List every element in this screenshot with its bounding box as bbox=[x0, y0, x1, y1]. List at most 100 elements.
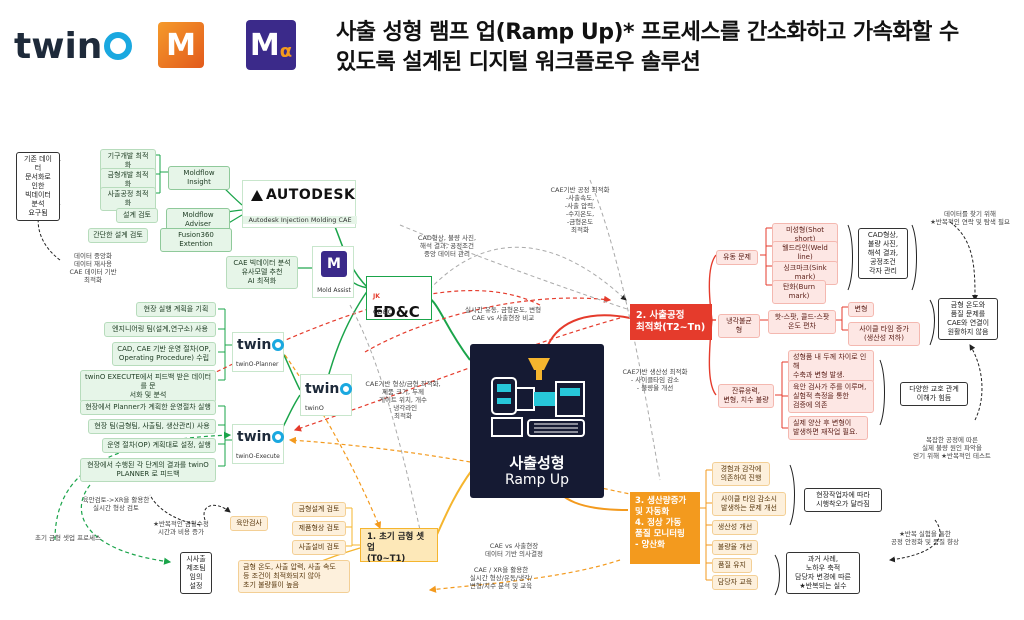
branch3-item-experience[interactable]: 경험과 감각에 의존하여 진행 bbox=[712, 462, 770, 486]
moldflow-m-letter: M bbox=[166, 27, 196, 63]
branch1-item-mold-design[interactable]: 금형설계 검토 bbox=[292, 502, 346, 517]
branch3-worker-box: 현장작업자에 따라 시행착오가 달라짐 bbox=[804, 488, 882, 512]
execute-item-op[interactable]: 운영 절차(OP) 계획대로 설정, 실행 bbox=[102, 438, 216, 453]
execute-item-team[interactable]: 현장 팀(금형팀, 사출팀, 생산관리) 사용 bbox=[88, 419, 216, 434]
fusion360-node[interactable]: Fusion360 Extention bbox=[160, 228, 232, 252]
moldflow-m-logo: M bbox=[158, 22, 204, 68]
edc-prefix: JK bbox=[373, 293, 380, 300]
twino-hub-label: twinO bbox=[305, 404, 324, 412]
branch1-xr-note: 육안검토->XR을 활용한 실시간 형상 검토 bbox=[82, 496, 150, 512]
execute-hub-logo-text: twin bbox=[237, 429, 272, 445]
branch1-item-equipment[interactable]: 사출설비 검토 bbox=[292, 540, 346, 555]
execute-hub-logo: twin bbox=[237, 429, 285, 445]
branch2-various-box: 다양한 교호 관계 이해가 힘듬 bbox=[900, 382, 968, 406]
planner-hub-label: twinO-Planner bbox=[236, 361, 279, 368]
planner-item-op[interactable]: CAD, CAE 기반 운영 절차(OP, Operating Procedur… bbox=[112, 342, 216, 366]
mold-assist-logo: M α bbox=[246, 20, 296, 70]
branch-initial-mold-setup[interactable]: 1. 초기 금형 셋업 (T0~T1) bbox=[360, 528, 438, 564]
autodesk-logo-text: AUTODESK bbox=[266, 187, 356, 203]
branch3-item-defect[interactable]: 불량율 개선 bbox=[712, 540, 758, 555]
branch2-residual-shrink[interactable]: 성형품 내 두께 차이로 인해 수축과 변형 발생. bbox=[788, 350, 874, 383]
twino-hub-logo: twin bbox=[305, 381, 353, 397]
moldassist-item[interactable]: CAE 빅데이터 분석 유사모델 추천 AI 최적화 bbox=[226, 256, 298, 289]
planner-hub-logo-text: twin bbox=[237, 337, 272, 353]
page-title: 사출 성형 램프 업(Ramp Up)* 프로세스를 간소화하고 가속화할 수 … bbox=[336, 18, 1016, 78]
fusion-item-design[interactable]: 간단한 설계 검토 bbox=[88, 228, 148, 243]
execute-item-run[interactable]: 현장에서 Planner가 계획한 운영절차 실행 bbox=[80, 400, 216, 415]
mold-assist-hub-icon: M bbox=[321, 251, 347, 277]
twino-o-icon bbox=[104, 32, 133, 60]
twino-hub[interactable]: twin twinO bbox=[300, 374, 353, 416]
branch3-item-cycle[interactable]: 사이클 타임 감소시 발생하는 문제 개선 bbox=[712, 492, 786, 516]
edc-hub[interactable]: JK ED&C CD&C bbox=[366, 276, 432, 321]
branch3-past-box: 과거 사례, 노하우 축적 담당자 변경에 따른 ★반복되는 실수 bbox=[786, 552, 860, 594]
branch3-item-quality[interactable]: 품질 유지 bbox=[712, 558, 752, 573]
branch2-flow-burn-mark[interactable]: 탄화(Burn mark) bbox=[772, 280, 826, 304]
branch3-repeat-note: ★반복 실험을 통한 공정 안정화 및 품질 향상 bbox=[890, 530, 960, 546]
branch3-item-productivity[interactable]: 생산성 개선 bbox=[712, 520, 758, 535]
center-subtitle: Ramp Up bbox=[504, 472, 570, 488]
edc-logo-text: ED&C bbox=[373, 303, 420, 321]
autodesk-hub-label: Autodesk Injection Molding CAE bbox=[243, 216, 357, 224]
arrow-cae-process-label: CAE기반 공정 최적화 -사출속도, -사출 압력, -수지온도, -금형온도… bbox=[550, 186, 610, 234]
insight-item-injection[interactable]: 사출공정 최적화 bbox=[100, 187, 156, 211]
execute-item-feedback[interactable]: 현장에서 수행된 각 단계의 결과를 twinO PLANNER 로 피드백 bbox=[80, 458, 216, 482]
execute-hub[interactable]: twin twinO-Execute bbox=[232, 424, 285, 464]
mold-assist-alpha: α bbox=[279, 40, 293, 62]
branch1-inspection[interactable]: 육안검사 bbox=[230, 516, 268, 531]
arrow-cae-shape-label: CAE기반 형상/금형 최적화, 제품 크기, 두께 게이트 위치, 개수 - … bbox=[365, 380, 441, 420]
twino-logo: twin bbox=[14, 25, 133, 67]
bigdata-note: 데이터 중앙화 데이터 재사용 CAE 데이터 기반 최적화 bbox=[69, 252, 117, 284]
adviser-item-design[interactable]: 설계 검토 bbox=[116, 208, 158, 223]
branch2-cad-box: CAD형상, 불량 사진, 해석 결과, 공정조건 각자 관리 bbox=[858, 228, 908, 279]
planner-item-team[interactable]: 엔지니어링 팀(설계,연구소) 사용 bbox=[104, 322, 216, 337]
center-node: 사출성형 Ramp Up bbox=[470, 344, 604, 498]
branch1-inspection-note: ★반복적인 금형수정 시간과 비용 증가 bbox=[153, 520, 209, 536]
branch2-cooling-cycle[interactable]: 사이클 타임 증가 (생산성 저하) bbox=[848, 322, 920, 346]
moldflow-insight-node[interactable]: Moldflow Insight bbox=[168, 166, 230, 190]
branch1-trial-box: 시사출 제조팀 임의 설정 bbox=[180, 552, 212, 594]
branch2-residual[interactable]: 잔류응력, 변형, 치수 불량 bbox=[718, 384, 774, 408]
mold-assist-hub[interactable]: M Mold Assist bbox=[312, 246, 354, 298]
arrow-cae-production-label: CAE기반 생산성 최적화 - 사이클타임 감소 - 불량율 개선 bbox=[622, 368, 688, 392]
arrow-cae-decision-label: CAE vs 사출현장 데이터 기반 의사결정 bbox=[485, 542, 543, 558]
edc-logo: JK ED&C bbox=[373, 283, 431, 321]
center-title: 사출성형 bbox=[509, 454, 565, 472]
planner-hub-logo: twin bbox=[237, 337, 285, 353]
mold-assist-hub-letter: M bbox=[327, 256, 341, 272]
branch2-residual-rework[interactable]: 실제 양산 후 변형이 발생하면 재작업 필요. bbox=[788, 416, 868, 440]
edc-hub-label: CD&C bbox=[373, 308, 393, 316]
planner-hub-o-icon bbox=[272, 339, 285, 351]
branch2-cooling[interactable]: 냉각불균형 bbox=[718, 314, 760, 338]
twino-hub-o-icon bbox=[340, 383, 353, 395]
planner-hub[interactable]: twin twinO-Planner bbox=[232, 332, 285, 372]
arrow-cad-share-label: CAD형상, 불량 사진, 해석 결과, 공정조건 중앙 데이터 관리 bbox=[417, 234, 477, 258]
branch-process-optimization[interactable]: 2. 사출공정 최적화(T2~Tn) bbox=[630, 304, 712, 340]
bigdata-box: 기존 데이터 문서화로 인한 빅데이터 분석 요구됨 bbox=[16, 152, 60, 221]
branch1-detail[interactable]: 금형 온도, 사출 압력, 사출 속도 등 조건이 최적화되지 않아 초기 불량… bbox=[238, 560, 350, 593]
mold-assist-hub-label: Mold Assist bbox=[317, 287, 351, 294]
branch2-flow[interactable]: 유동 문제 bbox=[716, 250, 758, 265]
branch2-cooling-item[interactable]: 핫-스팟, 콜드-스팟 온도 편차 bbox=[768, 310, 836, 334]
autodesk-hub[interactable]: AUTODESK Autodesk Injection Molding CAE bbox=[242, 180, 357, 228]
branch2-complex-note: 복잡한 공정에 따른 실제 불량 원인 파악을 얻기 위해 ★반복적인 테스트 bbox=[913, 436, 991, 460]
mold-assist-m-letter: M bbox=[249, 27, 280, 63]
branch3-item-training[interactable]: 담당자 교육 bbox=[712, 575, 758, 590]
branch2-cooling-warp[interactable]: 변형 bbox=[848, 302, 874, 317]
twino-logo-text: twin bbox=[14, 25, 103, 67]
twino-hub-logo-text: twin bbox=[305, 381, 340, 397]
injection-machine-icon bbox=[491, 358, 585, 437]
branch-mass-production[interactable]: 3. 생산량증가 및 자동화 4. 정상 가동 품질 모니터링 - 양산화 bbox=[630, 492, 700, 564]
arrow-xr-analysis-label: CAE / XR을 활용한 실시간 형상/유동/냉각/ 변형/치수 분석 및 교… bbox=[469, 566, 533, 590]
branch2-residual-visual[interactable]: 육안 검사가 주를 이루며, 실험적 측정을 통한 검증에 의존 bbox=[788, 380, 874, 413]
execute-hub-label: twinO-Execute bbox=[236, 453, 280, 460]
planner-item-feedback[interactable]: twinO EXECUTE에서 피드백 받은 데이터를 문 서화 및 분석 bbox=[80, 370, 216, 403]
branch2-repeat-note: 데이터를 찾기 위해 ★반복적인 연락 및 탐색 필요 bbox=[930, 210, 1010, 226]
branch1-early-note: 초기 금형 셋업 프로세스 bbox=[35, 534, 101, 542]
arrow-realtime-compare-label: 실시간 유동, 금형온도, 변형 CAE vs 사출현장 비교 bbox=[464, 306, 542, 322]
branch1-item-product-shape[interactable]: 제품형상 검토 bbox=[292, 521, 346, 536]
autodesk-a-icon bbox=[251, 189, 263, 201]
page-title-line2: 있도록 설계된 디지털 워크플로우 솔루션 bbox=[336, 50, 701, 75]
planner-item-plan[interactable]: 현장 실행 계획을 기획 bbox=[136, 302, 216, 317]
